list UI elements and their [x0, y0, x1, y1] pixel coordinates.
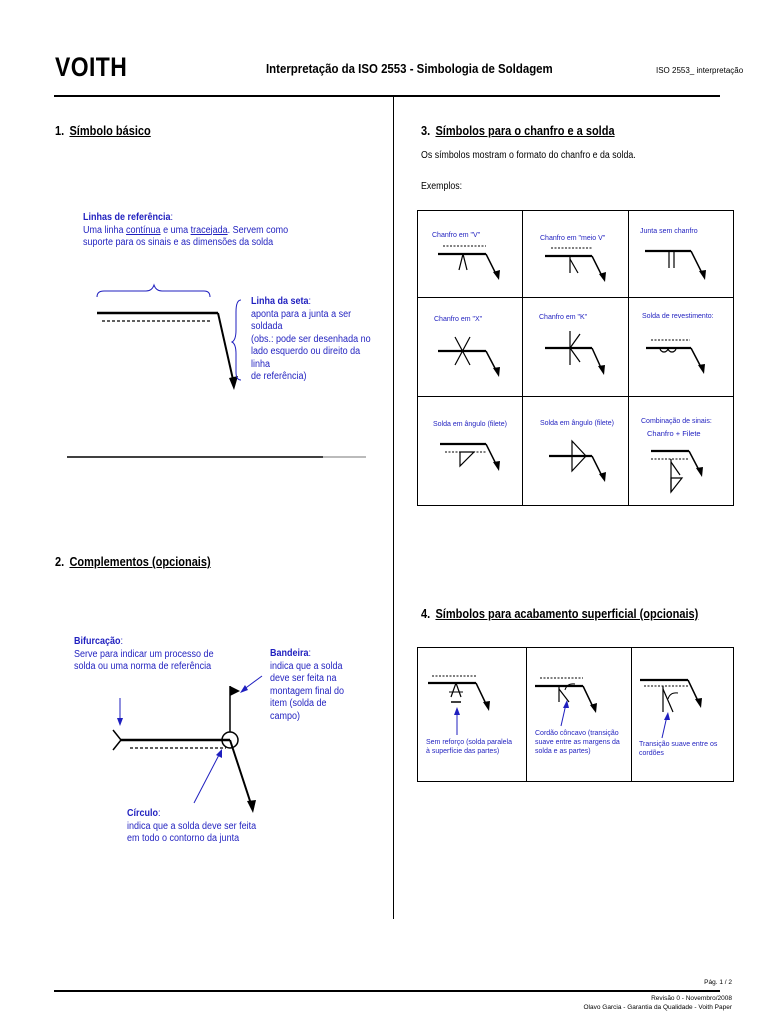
cell-combination-label: Combinação de sinais: — [641, 418, 712, 425]
section-3-examples-label: Exemplos: — [421, 181, 463, 192]
document-code: ISO 2553_ interpretação — [656, 66, 744, 75]
cell-fillet-label-1: Solda em ângulo (filete) — [433, 421, 507, 428]
cell-fillet-label-2: Solda em ângulo (filete) — [540, 420, 614, 427]
finish-smooth-caption: Transição suave entre os cordões — [639, 741, 718, 757]
finish-flush-caption: Sem reforço (solda paralela à superfície… — [426, 739, 512, 755]
footer-revision: Revisão 0 - Novembro/2008 — [651, 995, 732, 1002]
page-title: Interpretação da ISO 2553 - Simbologia d… — [266, 61, 553, 76]
bifurcation-note: Bifurcação: Serve para indicar um proces… — [74, 636, 214, 672]
cell-v-groove-label: Chanfro em "V" — [432, 232, 481, 239]
flag-note: Bandeira: indica que a solda deve ser fe… — [270, 648, 345, 722]
cell-square-joint-label: Junta sem chanfro — [640, 228, 698, 235]
section-4-heading: 4.Símbolos para acabamento superficial (… — [421, 607, 699, 621]
section-3-intro: Os símbolos mostram o formato do chanfro… — [421, 150, 636, 161]
arrow-line-note: Linha da seta: aponta para a junta a ser… — [251, 296, 371, 382]
finish-concave-caption: Cordão côncavo (transição suave entre as… — [535, 730, 620, 755]
section-1-heading: 1.Símbolo básico — [55, 124, 151, 138]
section-3-heading: 3.Símbolos para o chanfro e a solda — [421, 124, 615, 138]
header-rule — [54, 95, 720, 97]
weld-symbols-table — [417, 210, 734, 506]
cell-surfacing-label: Solda de revestimento: — [642, 313, 714, 320]
circle-note: Círculo: indica que a solda deve ser fei… — [127, 808, 257, 844]
cell-half-v-groove-label: Chanfro em "meio V" — [540, 235, 606, 242]
cell-combination-sub: Chanfro + Filete — [647, 429, 701, 438]
voith-logo: VOITH — [55, 52, 128, 82]
footer-author: Olavo Garcia - Garantia da Qualidade - V… — [583, 1004, 733, 1011]
surface-finish-table — [417, 647, 734, 782]
cell-x-groove-label: Chanfro em "X" — [434, 316, 483, 323]
section-2-heading: 2.Complementos (opcionais) — [55, 555, 211, 569]
reference-lines-note: Linhas de referência: Uma linha contínua… — [83, 212, 289, 248]
page-number: Pág. 1 / 2 — [704, 979, 732, 986]
cell-k-groove-label: Chanfro em "K" — [539, 314, 588, 321]
footer-rule — [54, 990, 720, 992]
column-divider — [393, 97, 394, 919]
